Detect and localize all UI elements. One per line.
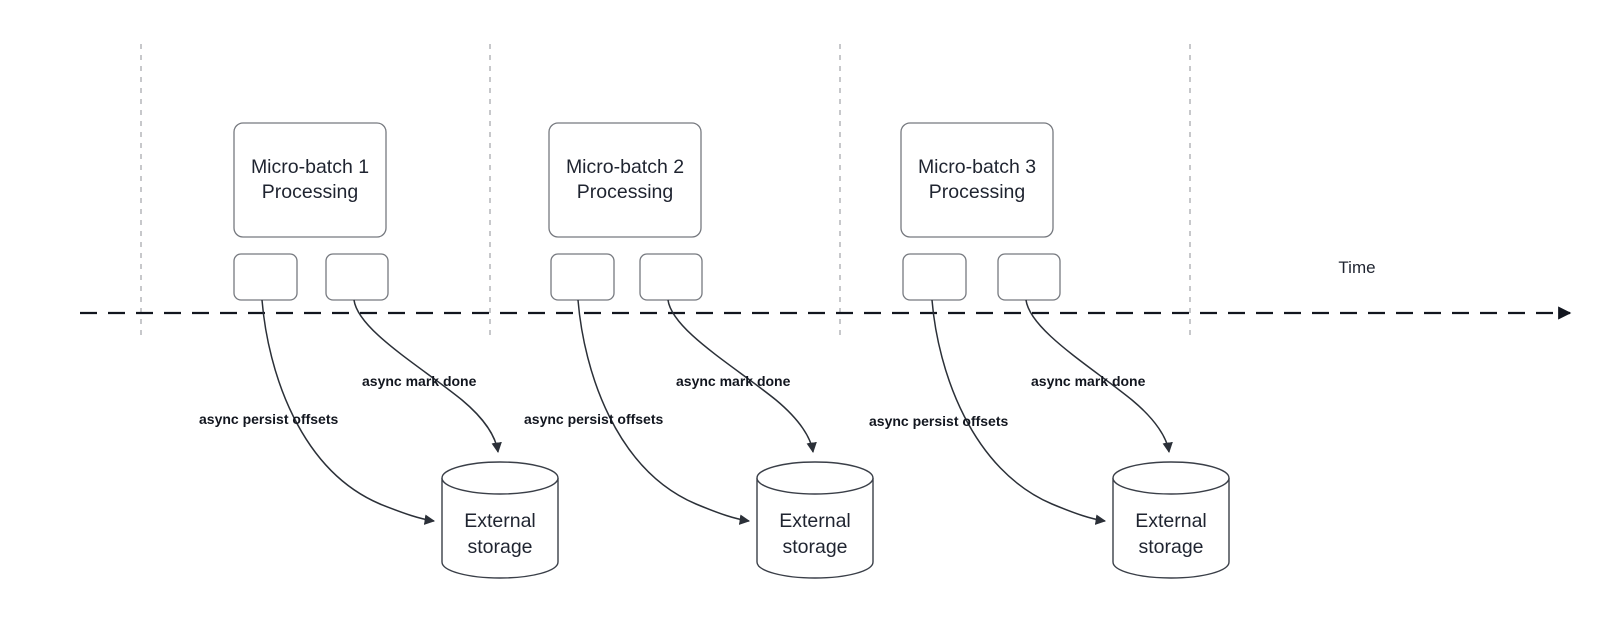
external-storage-1[interactable]: External storage xyxy=(441,461,559,579)
external-storage-1-body xyxy=(441,478,559,579)
micro-batch-1-persist-offsets-edge xyxy=(261,299,436,525)
external-storage-2[interactable]: External storage xyxy=(756,461,874,579)
micro-batch-3-task-box-b[interactable] xyxy=(997,253,1061,301)
micro-batch-1-task-box-a[interactable] xyxy=(233,253,298,301)
micro-batch-1-label-line2: Processing xyxy=(262,181,358,203)
micro-batch-2-persist-offsets-edge xyxy=(577,299,751,525)
external-storage-2-top xyxy=(756,461,874,495)
micro-batch-3-task-box-a[interactable] xyxy=(902,253,967,301)
micro-batch-1-mark-done-edge xyxy=(353,299,502,454)
micro-batch-1-box[interactable] xyxy=(233,122,387,238)
micro-batch-3-label-line1: Micro-batch 3 xyxy=(918,156,1036,178)
micro-batch-2-task-box-a[interactable] xyxy=(550,253,615,301)
micro-batch-2-mark-done-edge xyxy=(667,299,817,454)
external-storage-2-body xyxy=(756,478,874,579)
micro-batch-2-label-line1: Micro-batch 2 xyxy=(566,156,684,178)
external-storage-1-top xyxy=(441,461,559,495)
micro-batch-1-persist-offsets-label: async persist offsets xyxy=(199,411,338,427)
external-storage-2-label-line1: External xyxy=(779,510,851,532)
micro-batch-3-mark-done-edge xyxy=(1025,299,1173,454)
external-storage-3-label-line2: storage xyxy=(1138,536,1203,558)
micro-batch-3-mark-done-label: async mark done xyxy=(1031,373,1146,389)
micro-batch-3-persist-offsets-label: async persist offsets xyxy=(869,413,1008,429)
micro-batch-1-label-line1: Micro-batch 1 xyxy=(251,156,369,178)
micro-batch-2-label-line2: Processing xyxy=(577,181,673,203)
external-storage-3[interactable]: External storage xyxy=(1112,461,1230,579)
time-axis-label: Time xyxy=(1338,258,1375,277)
timeline-tick-group xyxy=(140,44,1191,336)
micro-batch-2-mark-done-label: async mark done xyxy=(676,373,791,389)
micro-batch-2-persist-offsets-label: async persist offsets xyxy=(524,411,663,427)
micro-batch-1-mark-done-label: async mark done xyxy=(362,373,477,389)
micro-batch-3-label-line2: Processing xyxy=(929,181,1025,203)
micro-batch-3-persist-offsets-edge xyxy=(931,299,1107,525)
micro-batch-3-box[interactable] xyxy=(900,122,1054,238)
external-storage-1-label-line2: storage xyxy=(467,536,532,558)
external-storage-2-label-line2: storage xyxy=(782,536,847,558)
micro-batch-group-2: Micro-batch 2 Processing async persist o… xyxy=(524,122,874,579)
micro-batch-group-1: Micro-batch 1 Processing async persist o… xyxy=(199,122,559,579)
micro-batch-2-box[interactable] xyxy=(548,122,702,238)
external-storage-3-label-line1: External xyxy=(1135,510,1207,532)
micro-batch-2-task-box-b[interactable] xyxy=(639,253,703,301)
external-storage-1-label-line1: External xyxy=(464,510,536,532)
external-storage-3-body xyxy=(1112,478,1230,579)
micro-batch-group-3: Micro-batch 3 Processing async persist o… xyxy=(869,122,1230,579)
external-storage-3-top xyxy=(1112,461,1230,495)
micro-batch-1-task-box-b[interactable] xyxy=(325,253,389,301)
